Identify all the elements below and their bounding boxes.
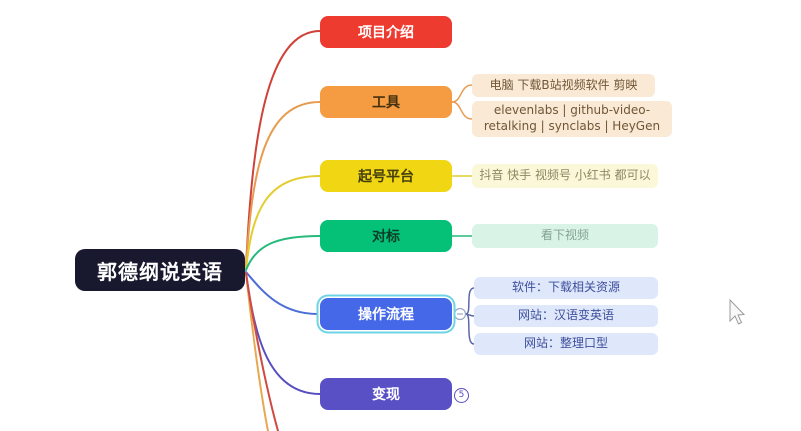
branch-intro[interactable]: 项目介绍	[320, 16, 452, 48]
edge-root-benchmark	[245, 235, 321, 271]
workflow-child-software-label: 软件：下载相关资源	[511, 280, 620, 295]
platform-child-apps-label: 抖音 快手 视频号 小红书 都可以	[479, 168, 651, 183]
collapsed-count-value: 5	[458, 390, 465, 400]
edge-root-offscreen-2	[245, 272, 279, 431]
collapsed-count-badge[interactable]: 5	[454, 388, 469, 403]
workflow-child-lipsync[interactable]: 网站：整理口型	[474, 333, 658, 355]
edge-root-workflow	[245, 271, 319, 315]
branch-tools-label: 工具	[372, 95, 400, 111]
edge-tools-child-1	[451, 84, 473, 103]
branch-tools[interactable]: 工具	[320, 86, 452, 118]
workflow-child-lipsync-label: 网站：整理口型	[523, 336, 608, 351]
benchmark-child-video-label: 看下视频	[540, 228, 589, 243]
tools-child-computer[interactable]: 电脑 下载B站视频软件 剪映	[472, 74, 655, 97]
tools-child-ai-tools[interactable]: elevenlabs | github-video-retalking | sy…	[472, 101, 672, 137]
edge-workflow-child-3	[465, 313, 475, 345]
edge-tools-child-2	[451, 101, 473, 120]
platform-child-apps[interactable]: 抖音 快手 视频号 小红书 都可以	[472, 164, 658, 188]
root-node[interactable]: 郭德纲说英语	[75, 249, 245, 291]
collapse-toggle-icon[interactable]	[453, 307, 467, 321]
tools-child-ai-tools-label: elevenlabs | github-video-retalking | sy…	[483, 103, 661, 133]
edge-root-intro	[245, 30, 321, 269]
edge-workflow-child-1	[465, 287, 475, 315]
branch-monetize-label: 变现	[372, 387, 400, 403]
edge-root-tools	[245, 101, 321, 269]
branch-platform-label: 起号平台	[358, 169, 414, 185]
tools-child-computer-label: 电脑 下载B站视频软件 剪映	[489, 77, 638, 92]
branch-benchmark-label: 对标	[372, 229, 400, 245]
workflow-child-translate-label: 网站：汉语变英语	[517, 308, 614, 323]
branch-workflow[interactable]: 操作流程	[320, 298, 452, 330]
edge-root-platform	[245, 175, 321, 270]
edge-root-monetize	[245, 272, 321, 395]
branch-benchmark[interactable]: 对标	[320, 220, 452, 252]
root-node-label: 郭德纲说英语	[97, 259, 223, 284]
benchmark-child-video[interactable]: 看下视频	[472, 224, 658, 248]
branch-platform[interactable]: 起号平台	[320, 160, 452, 192]
branch-intro-label: 项目介绍	[358, 25, 414, 41]
workflow-child-translate[interactable]: 网站：汉语变英语	[474, 305, 658, 327]
branch-workflow-label: 操作流程	[358, 307, 414, 323]
branch-monetize[interactable]: 变现	[320, 378, 452, 410]
workflow-child-software[interactable]: 软件：下载相关资源	[474, 277, 658, 299]
